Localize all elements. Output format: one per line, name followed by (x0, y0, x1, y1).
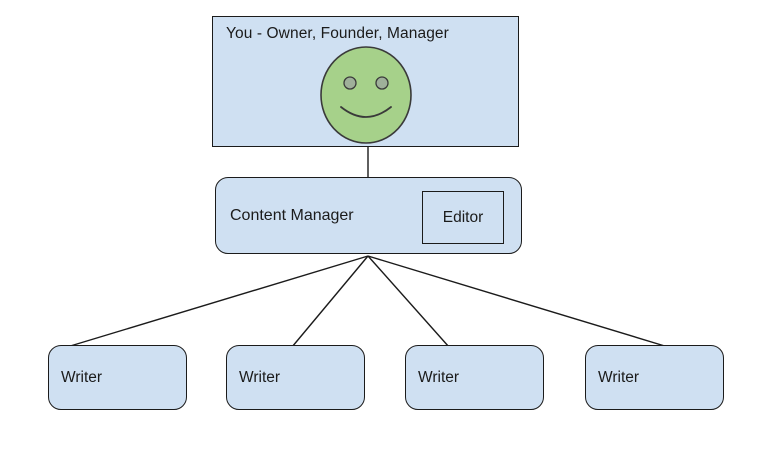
edge-manager-to-writer-1 (66, 255, 369, 348)
left-eye-icon (343, 76, 357, 90)
node-writer-3-label: Writer (418, 368, 460, 386)
node-content-manager[interactable]: Content Manager Editor (215, 177, 522, 254)
node-owner-label: You - Owner, Founder, Manager (226, 25, 449, 42)
smiley-face-icon (320, 46, 412, 144)
node-writer-1[interactable]: Writer (48, 345, 187, 410)
edge-manager-to-writer-4 (367, 255, 669, 348)
node-writer-4-label: Writer (598, 368, 640, 386)
node-editor-label: Editor (442, 208, 484, 226)
node-content-manager-label: Content Manager (230, 206, 354, 224)
node-owner[interactable]: You - Owner, Founder, Manager (212, 16, 519, 147)
node-writer-4[interactable]: Writer (585, 345, 724, 410)
edge-manager-to-writer-2 (291, 255, 369, 348)
node-editor[interactable]: Editor (422, 191, 504, 244)
node-writer-2-label: Writer (239, 368, 281, 386)
node-writer-1-label: Writer (61, 368, 103, 386)
node-writer-3[interactable]: Writer (405, 345, 544, 410)
smile-mouth-icon (340, 106, 392, 118)
node-writer-2[interactable]: Writer (226, 345, 365, 410)
face-circle (320, 46, 412, 144)
edge-manager-to-writer-3 (367, 255, 450, 348)
right-eye-icon (375, 76, 389, 90)
